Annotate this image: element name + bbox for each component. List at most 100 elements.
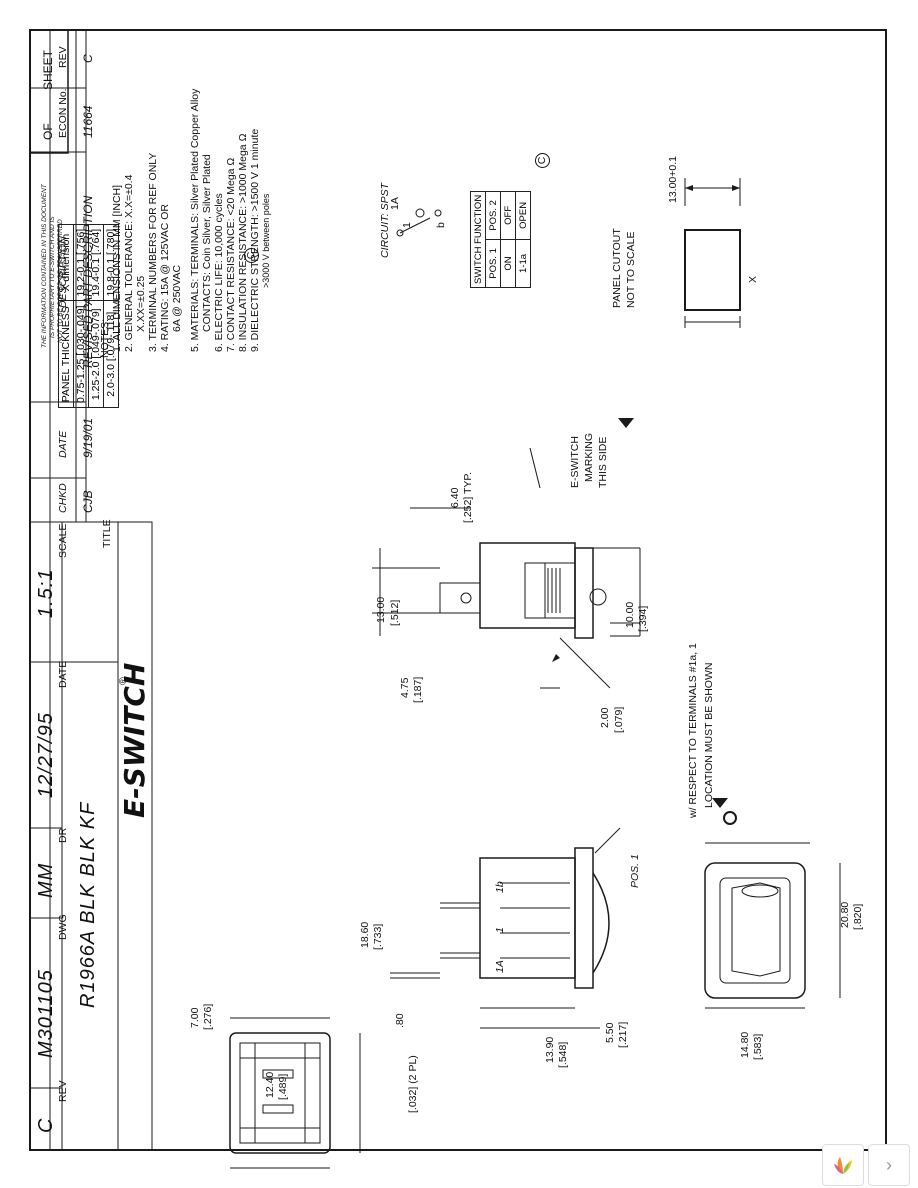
scale-label: SCALE [57, 523, 69, 558]
svb-d3: .80 [394, 1013, 406, 1028]
svt-d2: 6.40 [449, 487, 461, 508]
front-d2-in: [.583] [752, 1033, 764, 1060]
chevron-right-icon: › [886, 1154, 892, 1175]
scale-value: 1.5:1 [35, 568, 57, 618]
bv-d3-in: [.489] [277, 1073, 289, 1100]
econ-value: 11664 [81, 105, 95, 138]
sf-open: OPEN [515, 191, 531, 240]
location-note-2: w/ RESPECT TO TERMINALS #1a, 1 [687, 643, 699, 818]
sf-off: OFF [500, 191, 516, 240]
title-label: TITLE [101, 519, 113, 548]
viewer-widget: › [822, 1144, 912, 1186]
sf-term: 1-1a [515, 239, 531, 288]
svt-d1: 10.00 [624, 601, 636, 628]
svb-d2: 13.90 [544, 1036, 556, 1063]
date-label: DATE [57, 660, 69, 688]
cutout-x-label: X [747, 275, 759, 283]
svt-d1-in: [.394] [637, 605, 649, 632]
circuit-b: b [435, 222, 447, 228]
marking-3: THIS SIDE [597, 436, 609, 488]
cutout-dim-top: 13.00+0.1 [667, 155, 679, 203]
note-2b: X.XX=±0.25 [135, 275, 147, 332]
leaf-logo-icon [834, 1157, 852, 1174]
prop-3: NOT TO BE COPIED OR TRANSFERRED [57, 219, 64, 343]
circuit-1: 1 [401, 222, 413, 228]
bv-d1: 18.60 [359, 921, 371, 948]
note-6: 6. ELECTRIC LIFE: 10,000 cycles [213, 193, 225, 352]
of-label: OF [41, 123, 55, 140]
dr-label: DR [57, 827, 69, 843]
note-5: 5. MATERIALS: TERMINALS: Silver Plated C… [189, 88, 201, 352]
note-7: 7. CONTACT RESISTANCE: <20 Mega Ω [225, 157, 237, 352]
svt-d3-in: [.512] [389, 599, 401, 626]
rev-label: REV [57, 1080, 69, 1102]
front-d2: 14.80 [739, 1031, 751, 1058]
sf-circle-c: C [535, 153, 550, 168]
note-2: 2. GENERAL TOLERANCE: X.X=±0.4 [123, 174, 135, 352]
bv-d2: 7.00 [189, 1007, 201, 1028]
front-d1-in: [.820] [852, 903, 864, 930]
location-note-1: LOCATION MUST BE SHOWN [703, 662, 715, 808]
dwg-label: DWG [57, 914, 69, 940]
sf-header-pos1: POS. 1 [485, 239, 501, 288]
rev-value: C [81, 54, 95, 63]
drawing-date: 12/27/95 [35, 712, 57, 798]
svb-d1: 5.50 [604, 1022, 616, 1043]
cutout-note: NOT TO SCALE [625, 231, 637, 308]
terminal-1b: 1b [494, 881, 506, 893]
chkd-col-header: CHKD [57, 483, 69, 513]
marking-2: MARKING [583, 432, 595, 482]
app-logo-button[interactable] [822, 1144, 864, 1186]
svt-d5-in: [.079] [613, 706, 625, 733]
note-3: 3. TERMINAL NUMBERS FOR REF ONLY [147, 152, 159, 352]
e-switch-logo: E-SWITCH [118, 662, 151, 818]
sf-header-pos2: POS. 2 [485, 191, 501, 240]
note-5b: CONTACTS: Coin Silver, Silver Plated [201, 154, 213, 332]
notes-heading: NOTES: [99, 318, 111, 358]
svb-d1-in: [.217] [617, 1021, 629, 1048]
sheet-label: SHEET [41, 49, 55, 90]
svt-d3: 13.00 [375, 596, 387, 623]
logo-reg: ® [117, 677, 129, 685]
svt-d4-in: [.187] [412, 676, 424, 703]
next-arrow-button[interactable]: › [868, 1144, 910, 1186]
note-9b: >3000 V between poles [261, 193, 271, 288]
svt-d4: 4.75 [399, 677, 411, 698]
note-1: 1. ALL DIMENSIONS IN MM [INCH] [111, 184, 123, 352]
circuit-1a: 1A [389, 197, 401, 210]
circuit-label: CIRCUIT: SPST [379, 182, 391, 258]
dr-value: MM [35, 862, 57, 898]
date-value: 9/19/01 [81, 417, 95, 458]
note-4: 4. RATING: 15A @ 125VAC OR [159, 204, 171, 352]
note-8: 8. INSULATION RESISTANCE: >1000 Mega Ω [237, 133, 249, 352]
rev-col-header: REV [57, 46, 69, 68]
prop-2: IS PROPRIETARY TO E-SWITCH AND IS [49, 216, 56, 338]
rev-letter: C [35, 1117, 57, 1133]
desc-value: REVISED PART DESCRIPTION [81, 195, 95, 368]
prop-1: THE INFORMATION CONTAINED IN THIS DOCUME… [41, 184, 48, 348]
terminal-1a: 1A [494, 960, 506, 973]
bv-d1-in: [.733] [372, 923, 384, 950]
bv-d3: 12.40 [264, 1071, 276, 1098]
front-d1: 20.80 [839, 901, 851, 928]
svb-d3-in: [.032] (2 PL) [407, 1055, 419, 1113]
sf-on: ON [500, 239, 516, 288]
date-col-header: DATE [57, 430, 69, 458]
marking-1: E-SWITCH [569, 436, 581, 488]
dwg-number: M301105 [35, 969, 57, 1058]
svt-d5: 2.00 [599, 707, 611, 728]
terminal-1: 1 [494, 927, 506, 933]
notes-circle-c: C [244, 248, 259, 263]
bv-d2-in: [.276] [202, 1003, 214, 1030]
svt-d2-in: [.252] TYP. [462, 472, 474, 523]
chkd-value: CJB [81, 490, 95, 513]
pos1-label: POS. 1 [629, 854, 641, 888]
svb-d2-in: [.548] [557, 1041, 569, 1068]
switch-function-title: SWITCH FUNCTION [470, 191, 486, 288]
cutout-title: PANEL CUTOUT [611, 228, 623, 308]
part-number: R1966A BLK BLK KF [77, 801, 99, 1008]
note-4b: 6A @ 250VAC [171, 264, 183, 332]
